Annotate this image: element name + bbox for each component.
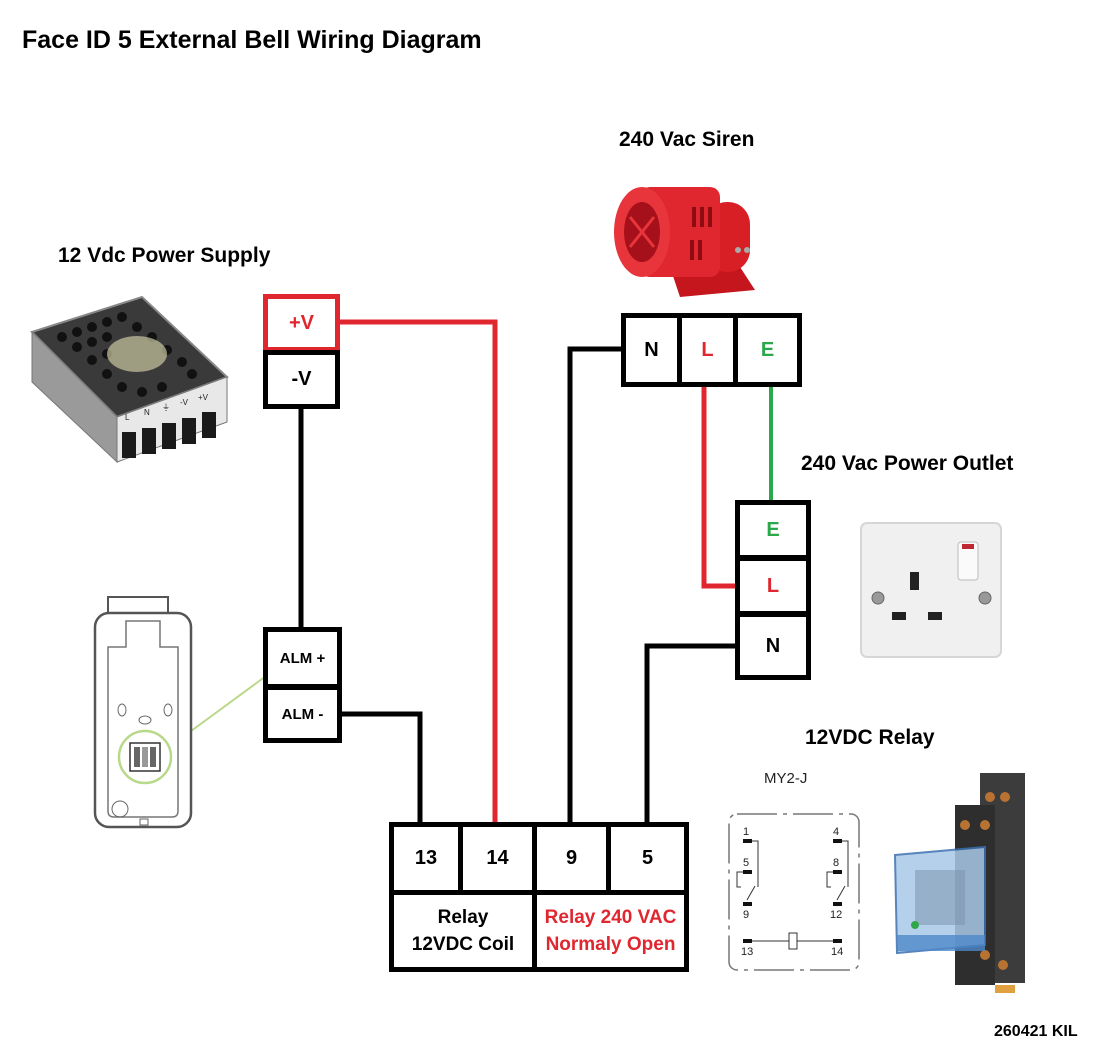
relay-terminal-9-label: 9 (565, 847, 578, 869)
relay-terminal-5-label: 5 (641, 847, 654, 869)
relay-pin-9: 9 (743, 909, 749, 921)
relay-pin-4: 4 (833, 826, 839, 838)
footer-code: 260421 KIL (994, 1023, 1078, 1040)
relay-schematic: 1 4 5 8 9 12 13 14 (727, 812, 861, 972)
siren-image (610, 172, 770, 302)
relay-photo (885, 765, 1035, 995)
relay-pin-12: 12 (830, 909, 842, 921)
wire-alm-minus-to-relay-13 (340, 711, 423, 826)
siren-terminal-e-label: E (760, 338, 775, 361)
relay-coil-description: Relay 12VDC Coil (389, 890, 537, 972)
outlet-terminal-e-label: E (766, 518, 780, 541)
psu-terminal-minus-v-label: -V (291, 368, 312, 390)
outlet-terminal-l-label: L (766, 574, 780, 597)
relay-pin-8: 8 (833, 857, 839, 869)
wire-siren-n-to-relay-9 (567, 346, 623, 826)
siren-terminal-l: L (677, 313, 738, 387)
relay-label: 12VDC Relay (805, 726, 935, 749)
wire-psu-plus-to-relay-14 (338, 319, 498, 826)
power-supply-image: L N ⏚ -V +V (22, 292, 232, 472)
siren-terminal-l-label: L (701, 338, 714, 361)
face-id-device-image (90, 595, 200, 830)
psu-terminal-plus-v-label: +V (288, 311, 315, 334)
faceid-terminal-alm-minus-label: ALM - (281, 705, 324, 723)
siren-terminal-e: E (733, 313, 802, 387)
relay-terminal-13: 13 (389, 822, 463, 895)
power-outlet-label: 240 Vac Power Outlet (801, 452, 1014, 475)
relay-terminal-5: 5 (606, 822, 689, 895)
faceid-terminal-alm-plus: ALM + (263, 627, 342, 689)
faceid-terminal-alm-minus: ALM - (263, 685, 342, 743)
relay-coil-line2: 12VDC Coil (411, 934, 515, 955)
relay-terminal-14-label: 14 (486, 847, 509, 869)
psu-terminal-minus-v: -V (263, 350, 340, 409)
svg-text:+V: +V (198, 393, 209, 402)
relay-contact-line2: Normaly Open (545, 934, 676, 955)
relay-coil-line1: Relay (437, 907, 489, 928)
relay-pin-14: 14 (831, 946, 843, 958)
diagram-title: Face ID 5 External Bell Wiring Diagram (22, 26, 482, 54)
psu-terminal-plus-v: +V (263, 294, 340, 352)
svg-text:L: L (125, 413, 130, 422)
outlet-terminal-e: E (735, 500, 811, 560)
faceid-terminal-alm-plus-label: ALM + (279, 649, 326, 667)
relay-model-label: MY2-J (764, 770, 808, 787)
relay-terminal-14: 14 (458, 822, 537, 895)
siren-label: 240 Vac Siren (619, 128, 755, 151)
relay-contact-line1: Relay 240 VAC (544, 907, 677, 928)
outlet-terminal-l: L (735, 556, 811, 616)
outlet-terminal-n-label: N (765, 634, 781, 657)
relay-pin-5: 5 (743, 857, 749, 869)
relay-contact-description: Relay 240 VAC Normaly Open (532, 890, 689, 972)
relay-terminal-13-label: 13 (414, 847, 438, 869)
svg-text:-V: -V (180, 398, 189, 407)
relay-terminal-9: 9 (532, 822, 611, 895)
relay-pin-1: 1 (743, 826, 749, 838)
power-outlet-image (858, 520, 1004, 660)
svg-text:⏚: ⏚ (162, 403, 170, 412)
siren-terminal-n-label: N (644, 338, 659, 361)
outlet-terminal-n: N (735, 612, 811, 680)
svg-text:N: N (144, 408, 150, 417)
relay-pin-13: 13 (741, 946, 753, 958)
power-supply-label: 12 Vdc Power Supply (58, 244, 271, 267)
wire-outlet-n-to-relay-5 (644, 643, 740, 826)
wire-siren-l-to-outlet-l (701, 386, 740, 589)
siren-terminal-n: N (621, 313, 682, 387)
